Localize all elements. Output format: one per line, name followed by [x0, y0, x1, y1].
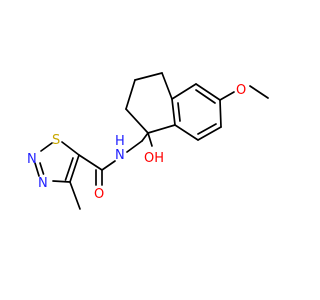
bond-c5-c4-inner: [64, 157, 74, 181]
bond-c4-n3: [52, 180, 71, 183]
hydroxyl-group: OH: [144, 151, 164, 166]
bond-c1-c8a: [147, 124, 176, 134]
bond-c4-c4a: [161, 72, 173, 100]
atom-labels: S N N N H O OH O: [27, 83, 246, 202]
nitrogen-atom-2: N: [27, 152, 37, 167]
bond-c5-c6-inner: [195, 89, 216, 104]
carbonyl-oxygen-atom: O: [94, 187, 104, 202]
bond-c8-c8a: [174, 124, 199, 141]
bond-ch2-c1: [141, 132, 149, 142]
bond-c5-carbonyl: [78, 154, 103, 171]
bond-n3-n2: [34, 162, 40, 177]
bond-c8a-c4a-inner: [177, 102, 181, 122]
bond-c3-c4: [134, 72, 163, 81]
bond-c6-o: [219, 91, 235, 101]
methoxy-oxygen-atom: O: [236, 83, 246, 98]
bond-c4-methyl: [69, 181, 81, 210]
bond-c2-c3: [125, 79, 136, 110]
nitrogen-atom-3: N: [38, 176, 48, 191]
bond-n3-n2-inner: [39, 162, 45, 175]
bond-c4a-c5: [171, 83, 197, 100]
amide-hydrogen-atom: H: [115, 134, 125, 149]
bond-c5-c6: [195, 83, 221, 101]
bond-o-methyl: [249, 85, 269, 99]
bond-c5-c4: [69, 154, 80, 183]
bond-c1-c2: [125, 108, 149, 134]
amide-nitrogen-atom: N: [115, 148, 125, 163]
bond-c7-c8-inner: [197, 123, 217, 135]
bond-c6-c7: [219, 99, 222, 128]
bonds: [34, 72, 269, 210]
bond-c8a-c4a: [171, 98, 176, 126]
bond-n-ch2: [126, 140, 143, 153]
molecule-structure: S N N N H O OH O: [27, 72, 269, 210]
bond-s-c5: [61, 141, 80, 156]
bond-carbonyl-n: [101, 160, 116, 171]
bond-c7-c8: [197, 126, 222, 141]
bond-c1-oh: [147, 132, 153, 147]
sulfur-atom: S: [52, 133, 60, 148]
bond-n2-s: [40, 142, 53, 152]
